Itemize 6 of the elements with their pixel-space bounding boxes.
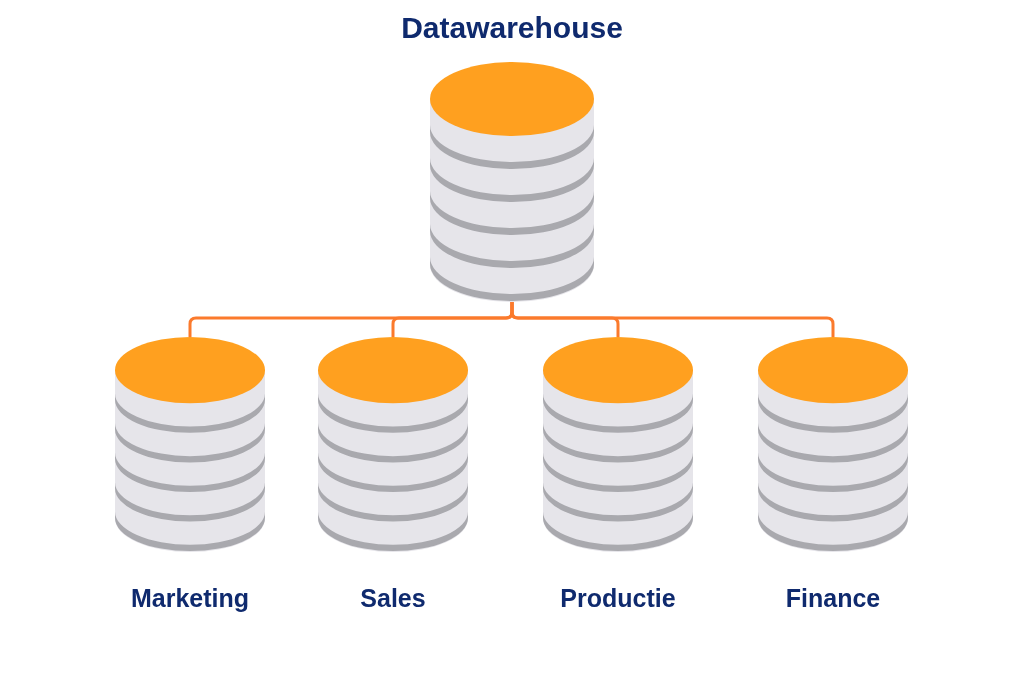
database-label: Finance [785, 583, 881, 614]
database-label: Marketing [130, 583, 250, 614]
connector-line [510, 302, 835, 337]
database-label: Sales [360, 583, 426, 614]
title-label: Datawarehouse [401, 10, 623, 46]
database-label: Productie [560, 583, 676, 614]
